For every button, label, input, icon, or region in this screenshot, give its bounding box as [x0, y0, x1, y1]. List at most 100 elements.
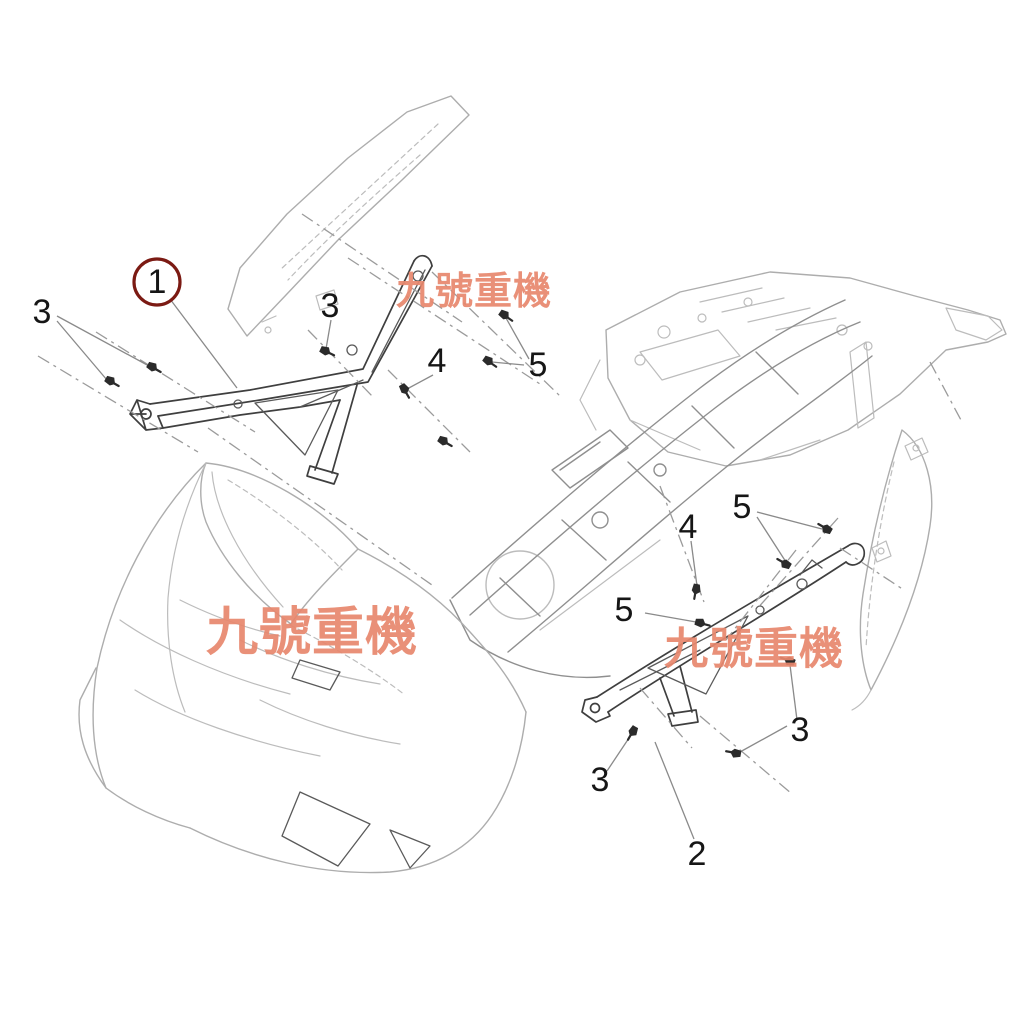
assembly-axis-line	[387, 369, 471, 453]
top-side-panel-hatch	[279, 123, 439, 271]
assembly-axis-line	[207, 427, 433, 586]
assembly-axis-line	[37, 355, 199, 453]
part2-bolt-hole	[755, 605, 765, 615]
frame-box	[551, 429, 629, 489]
frame-sub-line	[539, 539, 661, 631]
callout-number: 2	[688, 835, 707, 873]
callout-1: 1	[132, 257, 182, 307]
rear-subframe-bolt	[634, 354, 646, 366]
screw-icon	[104, 375, 120, 388]
part1-arm-inner-line	[299, 269, 426, 408]
rear-subframe-bolt	[863, 341, 873, 351]
assembly-axis-line	[639, 687, 693, 749]
screw-icon	[626, 725, 639, 741]
assembly-axis-line	[307, 329, 375, 399]
leader-line	[789, 664, 798, 721]
part1-lower-edge	[162, 399, 341, 429]
part2-left-tip	[581, 696, 611, 723]
part2-leg	[659, 665, 693, 717]
callout-3: 3	[591, 761, 610, 799]
callout-number: 3	[321, 287, 340, 325]
callout-4: 4	[679, 508, 698, 546]
screw-icon	[694, 618, 711, 628]
right-panel-tab	[871, 540, 892, 563]
screw-icon	[776, 557, 792, 570]
rear-subframe-bolt	[743, 297, 753, 307]
top-side-panel-detail	[261, 289, 339, 323]
callout-3: 3	[33, 293, 52, 331]
fairing-beak	[78, 667, 191, 829]
windscreen-outline	[200, 462, 359, 625]
fairing-detail-curves	[239, 639, 401, 745]
rear-subframe-slats	[699, 287, 837, 331]
right-panel-outline	[859, 429, 933, 691]
frame-cross-members	[499, 351, 799, 617]
headlight-slash	[119, 619, 321, 757]
callout-number: 3	[591, 761, 610, 799]
leader-line	[169, 298, 238, 389]
leader-line	[739, 725, 788, 753]
part2-inner-line	[619, 559, 823, 691]
right-panel-hatch	[865, 461, 895, 649]
top-side-panel-outline	[227, 95, 470, 337]
leader-line	[606, 734, 632, 772]
rear-subframe-bolt	[657, 325, 671, 339]
top-side-panel	[227, 95, 470, 337]
assembly-axis-line	[95, 331, 256, 433]
part1-leg	[314, 384, 358, 474]
screw-icon	[817, 522, 833, 535]
part1-inner-edge	[157, 265, 433, 417]
screw-icon	[482, 355, 498, 368]
assembly-axis-line	[929, 361, 963, 423]
callout-leader-lines	[56, 298, 823, 840]
top-side-panel-hole	[264, 326, 272, 334]
callout-number: 4	[679, 508, 698, 546]
part1-bolt-hole	[233, 399, 243, 409]
part2-cap	[845, 542, 866, 566]
leader-line	[325, 319, 332, 350]
screw-icon	[319, 346, 336, 357]
top-side-panel-hatch	[287, 154, 421, 281]
leader-line	[56, 320, 108, 381]
screw-icon	[691, 583, 701, 600]
windscreen-base-hatch	[289, 624, 406, 696]
fairing-left-edge	[92, 462, 207, 789]
frame-bolt	[591, 511, 609, 529]
fairing-brow	[167, 462, 207, 713]
air-intake	[281, 791, 431, 869]
rear-subframe-outline	[605, 271, 1007, 467]
leader-line	[644, 612, 697, 623]
part-1-left-bracket	[129, 254, 433, 485]
callout-number: 5	[733, 488, 752, 526]
leader-line	[756, 511, 823, 530]
part1-tip-hole	[140, 408, 152, 420]
assembly-axis-line	[699, 715, 793, 795]
screw-icon	[146, 361, 162, 374]
rear-subframe	[579, 271, 1007, 467]
rear-subframe-bolt	[697, 313, 707, 323]
engine-hint	[485, 550, 555, 620]
part2-lower-edge	[607, 561, 847, 713]
part2-bolt-hole	[796, 578, 808, 590]
rear-subframe-fin	[849, 341, 875, 429]
rear-subframe-lines	[579, 359, 821, 461]
leader-line	[756, 516, 787, 563]
callout-number: 4	[428, 342, 447, 380]
frame-bolt	[653, 463, 667, 477]
callout-5: 5	[529, 346, 548, 384]
front-fairing	[78, 462, 527, 874]
right-panel-bottom-curl	[851, 689, 872, 711]
part2-upper-edge	[596, 545, 849, 698]
fairing-right-edge	[357, 548, 527, 713]
screw-icon	[498, 309, 514, 322]
rear-subframe-hook	[945, 307, 1003, 341]
part-2-right-bracket	[581, 542, 866, 727]
fairing-lower-body	[189, 711, 527, 874]
callout-4: 4	[428, 342, 447, 380]
frame-rail-inner	[469, 321, 861, 616]
assembly-axis-line	[301, 213, 463, 323]
assembly-axis-line	[839, 547, 905, 591]
watermarks: 九號重機九號重機九號重機	[206, 269, 843, 675]
